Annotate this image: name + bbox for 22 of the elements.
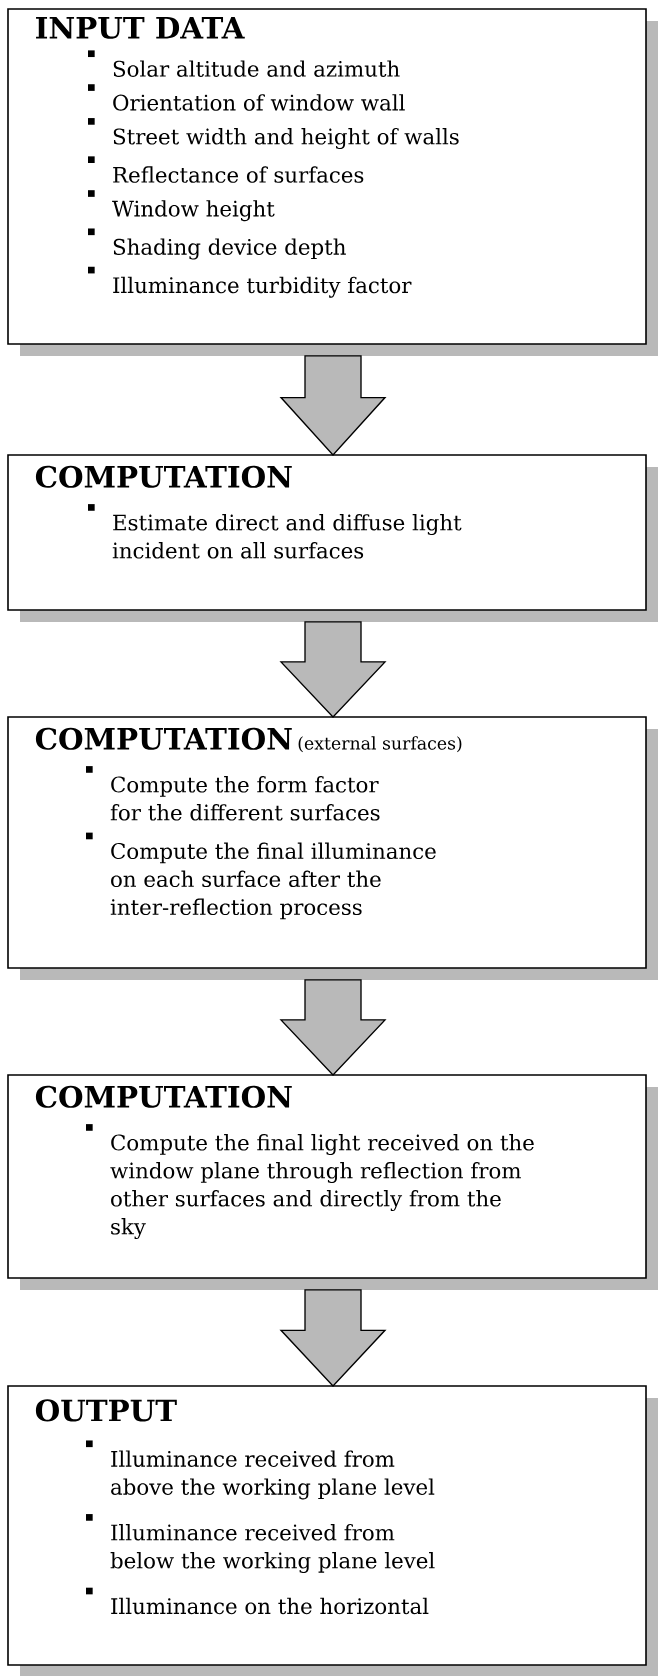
subheading: (external surfaces) [298, 736, 462, 753]
process-box [7, 8, 658, 356]
block-arrow [279, 621, 387, 718]
heading: INPUT DATA [36, 17, 245, 39]
process-box [7, 454, 658, 622]
heading: OUTPUT [35, 1399, 177, 1422]
bullet-item: Reflectance of surfaces [88, 156, 364, 183]
bullet-item: Solar altitude and azimuth [88, 50, 400, 77]
heading: COMPUTATION [35, 727, 292, 750]
block-arrow [279, 979, 387, 1076]
process-box [7, 716, 658, 980]
heading: COMPUTATION [35, 1085, 292, 1108]
block-arrow [279, 1289, 387, 1387]
heading: COMPUTATION [35, 465, 292, 488]
bullet-item: Illuminance on the horizontal [86, 1587, 429, 1615]
block-arrow [279, 355, 387, 456]
process-box [7, 1074, 658, 1290]
process-box [7, 1385, 658, 1676]
bullet-item: Compute the final illuminance on each surface after the inter-reflection process [86, 832, 436, 920]
bullet-item: Illuminance turbidity factor [88, 266, 412, 298]
bullet-item: Shading device depth [88, 228, 346, 260]
bullet-item: Illuminance received from above the working plane level [86, 1440, 435, 1500]
